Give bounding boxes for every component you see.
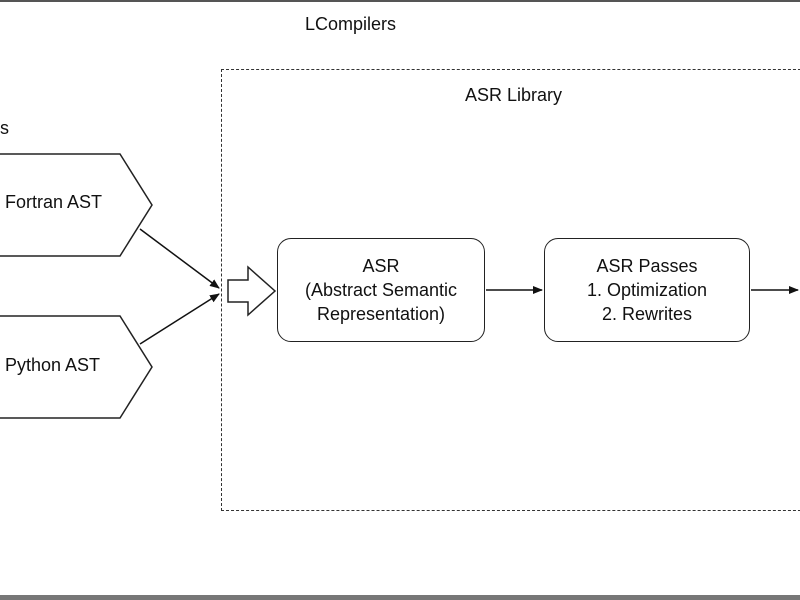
diagram-title: LCompilers [305, 14, 397, 34]
asr-library-title: ASR Library [465, 85, 563, 105]
python-to-asr-arrow [139, 293, 220, 345]
asr-passes-node: ASR Passes 1. Optimization 2. Rewrites [544, 238, 750, 342]
asr-passes-line3: 2. Rewrites [601, 304, 693, 324]
truncated-group-label: s [0, 118, 9, 138]
fortran-to-asr-arrow [139, 228, 220, 289]
bottom-border [0, 595, 800, 600]
block-arrow-icon [227, 265, 277, 317]
fortran-ast-label: Fortran AST [5, 192, 103, 212]
fortran-ast-shape [0, 153, 153, 257]
asr-passes-line1: ASR Passes [596, 256, 698, 276]
python-ast-label: Python AST [5, 355, 101, 375]
asr-library-container [221, 69, 800, 511]
asr-node: ASR (Abstract Semantic Representation) [277, 238, 485, 342]
asr-passes-line2: 1. Optimization [586, 280, 708, 300]
asr-node-line2: (Abstract Semantic [304, 280, 458, 300]
python-ast-shape [0, 315, 153, 419]
asr-node-line3: Representation) [316, 304, 446, 324]
top-border [0, 0, 800, 2]
asr-node-line1: ASR [362, 256, 400, 276]
